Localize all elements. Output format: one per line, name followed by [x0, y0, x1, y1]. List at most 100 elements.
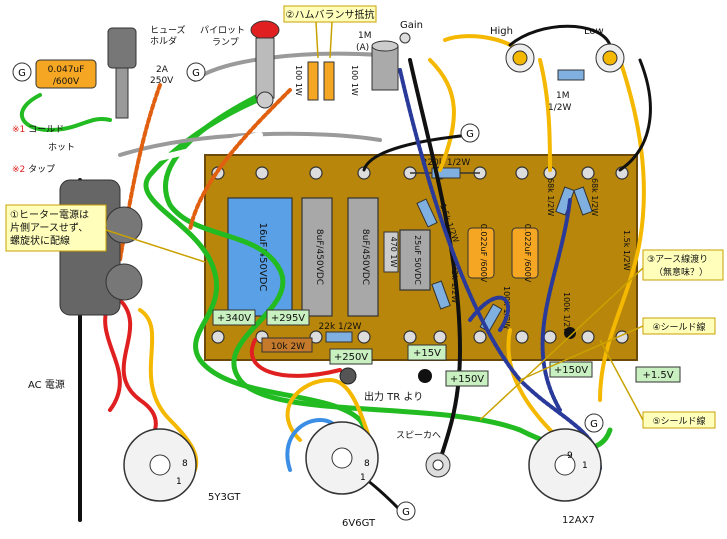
res-15k-b: 1.5k 1/2W: [622, 230, 631, 271]
voltage-1-5: +1.5V: [642, 370, 673, 381]
twisted-lamp-wire: [188, 88, 292, 232]
res-100-b-label: 100 1W: [350, 65, 359, 96]
pin-1-5y3: 1: [176, 477, 182, 487]
pilot-lamp: パイロットランプ: [200, 20, 280, 109]
res-22k-b: 22k 1/2W: [319, 322, 362, 343]
pilot-lamp-label: パイロットランプ: [200, 25, 245, 48]
pin-1-6v6: 1: [360, 473, 366, 483]
voltage-250: +250V: [334, 352, 368, 363]
earth-note: ③アース線渡り（無意味？）: [479, 249, 724, 421]
hum-balancer: 100 1W 100 1W ②ハムバランサ抵抗: [283, 5, 377, 101]
cap-16uf-label: 16uF/450VDC: [257, 223, 268, 292]
res-68k-b-label: 68k 1/2W: [590, 178, 599, 216]
black-wire-output: [408, 58, 462, 462]
res-68k-b: 68k 1/2W: [573, 178, 599, 216]
svg-text:①ヒーター電源は片側アースせず、螺旋状に配線: ①ヒーター電源は片側アースせず、螺旋状に配線: [10, 208, 89, 247]
red-wire-hv-2: [103, 298, 122, 412]
yellow-wire-tone: [538, 58, 552, 172]
board-hole: [564, 327, 576, 339]
res-10k-label: 10k 2W: [271, 342, 305, 352]
gain-value-label: 1M(A): [356, 31, 372, 53]
res-100-a-label: 100 1W: [294, 65, 303, 96]
pin-8-5y3: 8: [182, 459, 188, 469]
yellow-wire-gain: [428, 58, 456, 172]
pin-9-12ax7: 9: [567, 451, 573, 461]
shield-wire-1: [398, 68, 602, 472]
res-10k: 10k 2W: [261, 337, 313, 353]
socket-5y3gt: 5Y3GT 8 1: [123, 428, 241, 503]
black-wire-low-ground: [618, 58, 652, 172]
res-68k-a-label: 68k 1/2W: [546, 178, 555, 216]
low-pot-label: Low: [584, 26, 604, 37]
board-terminals-top: [211, 166, 629, 180]
pin-8-6v6: 8: [364, 459, 370, 469]
cap-0022-b-label: 0.022uF /600V: [523, 224, 532, 283]
gain-pot[interactable]: Gain 1M(A): [356, 20, 423, 91]
output-tr-label: 出力 TR より: [364, 390, 423, 403]
black-wire-earth: [362, 133, 472, 172]
earth-jumper: [468, 295, 511, 332]
svg-text:③アース線渡り（無意味？）: ③アース線渡り（無意味？）: [647, 253, 708, 278]
cap-25uf-label: 25uF 50VDC: [413, 235, 422, 285]
tap-label: ※2 タップ: [12, 164, 55, 175]
res-470-label: 470 1W: [389, 237, 398, 268]
gain-pot-label: Gain: [400, 20, 423, 31]
res-470: 470 1W: [383, 231, 399, 273]
res-22k-b-label: 22k 1/2W: [319, 322, 362, 332]
pin-1-12ax7: 1: [582, 461, 588, 471]
tube-12ax7-label: 12AX7: [562, 515, 595, 526]
socket-12ax7: 12AX7 9 1: [528, 428, 602, 526]
cap-input: 0.047uF/600V: [35, 59, 97, 89]
high-pot[interactable]: High: [490, 26, 535, 73]
res-220k: 220k 1/2W: [410, 158, 480, 179]
cap-input-label: 0.047uF/600V: [48, 65, 85, 87]
ground-wire-left: [19, 93, 112, 132]
cap-8uf-a: 8uF/450VDC: [301, 197, 333, 317]
ground-mark-2: G: [192, 68, 200, 79]
shield2-note: ⑤シールド線: [599, 339, 716, 429]
cap-25uf: 25uF 50VDC: [399, 229, 431, 291]
cold-label: ※1 コールド: [12, 125, 64, 135]
shield1-label: ④シールド線: [652, 321, 705, 333]
shield-wire-2: [540, 198, 572, 412]
ground-marks: G G G G G: [12, 62, 604, 521]
shield2-label: ⑤シールド線: [652, 415, 705, 427]
voltage-150-a: +150V: [450, 374, 484, 385]
heater-wire-1: [143, 92, 368, 493]
to-speaker-label: スピーカへ: [396, 430, 441, 441]
heater-wire-2: [163, 92, 613, 452]
res-100k-b: 100k 1/2W: [562, 292, 571, 335]
yellow-wire-6v6: [285, 378, 372, 442]
fuse-holder-label: ヒューズホルダ: [150, 24, 186, 47]
black-wire-pot: [508, 24, 612, 47]
voltage-boxes: +340V +295V +250V +15V +150V +150V +1.5V: [212, 309, 681, 387]
red-wire-b-plus: [249, 338, 342, 378]
ground-mark-4: G: [590, 419, 598, 430]
cap-0022-a: 0.022uF /600V: [467, 224, 495, 283]
output-tr-terminal-2: [418, 369, 432, 383]
high-pot-label: High: [490, 26, 513, 37]
tube-5y3-label: 5Y3GT: [208, 492, 241, 503]
yellow-wire-low: [598, 58, 646, 402]
white-wire-tap: [97, 132, 263, 166]
cap-8uf-b: 8uF/450VDC: [347, 197, 379, 317]
voltage-15: +15V: [413, 348, 441, 359]
shield1-note: ④シールド線: [519, 317, 716, 381]
res-220k-label: 220k 1/2W: [422, 158, 471, 168]
voltage-295: +295V: [271, 313, 305, 324]
speaker-jack: スピーカへ: [396, 430, 451, 478]
hot-label: ホット: [48, 142, 75, 153]
res-100k-b-label: 100k 1/2W: [562, 292, 571, 335]
voltage-150-b: +150V: [554, 365, 588, 376]
ground-mark-1: G: [18, 68, 26, 79]
tube-6v6-label: 6V6GT: [342, 518, 376, 529]
res-15k-b-label: 1.5k 1/2W: [622, 230, 631, 271]
heater-note: ①ヒーター電源は片側アースせず、螺旋状に配線: [5, 204, 206, 263]
cap-0022-b: 0.022uF /600V: [511, 224, 539, 283]
low-pot[interactable]: Low: [584, 26, 625, 73]
ac-power-label: AC 電源: [28, 378, 65, 391]
